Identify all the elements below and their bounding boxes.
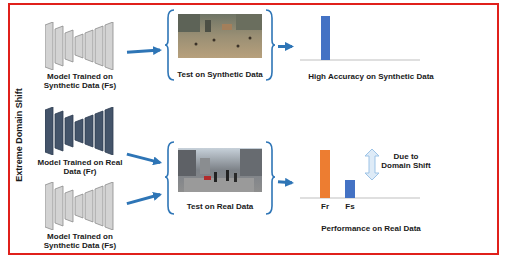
block-label: Model Trained on Real Data (Fr) bbox=[35, 158, 125, 176]
network-icon bbox=[45, 107, 113, 155]
domain-shift-frame: Extreme Domain ShiftModel Trained on Syn… bbox=[8, 3, 499, 255]
synthetic-image bbox=[178, 14, 262, 58]
diagram-block: Model Trained on Real Data (Fr) bbox=[35, 104, 125, 180]
curly-brace bbox=[165, 10, 275, 214]
diagram-block: Performance on Real Data bbox=[296, 138, 446, 238]
chart-label: Due to Domain Shift bbox=[381, 152, 431, 170]
network-icon bbox=[45, 22, 113, 70]
block-label: Model Trained on Synthetic Data (Fs) bbox=[35, 72, 125, 90]
flow-arrow bbox=[127, 195, 160, 204]
block-label: Model Trained on Synthetic Data (Fs) bbox=[35, 232, 125, 250]
diagram-block: Test on Synthetic Data bbox=[164, 8, 276, 84]
network-icon bbox=[45, 182, 113, 230]
real-image bbox=[178, 148, 262, 192]
chart-label: Fs bbox=[342, 202, 358, 211]
flow-arrow bbox=[127, 154, 160, 163]
diagram-block: Test on Real Data bbox=[164, 140, 276, 216]
diagram-block: Model Trained on Synthetic Data (Fs) bbox=[35, 18, 125, 93]
flow-arrow bbox=[278, 182, 292, 183]
diagram-block: Model Trained on Synthetic Data (Fs) bbox=[35, 180, 125, 253]
block-label: High Accuracy on Synthetic Data bbox=[296, 72, 446, 81]
flow-arrow bbox=[127, 50, 160, 52]
chart-label: Fr bbox=[317, 202, 333, 211]
block-label: Test on Real Data bbox=[164, 202, 276, 211]
block-label: Performance on Real Data bbox=[296, 224, 446, 233]
bar-chart bbox=[300, 16, 420, 60]
block-label: Test on Synthetic Data bbox=[164, 70, 276, 79]
diagram-block: High Accuracy on Synthetic Data bbox=[296, 10, 446, 84]
side-title: Extreme Domain Shift bbox=[14, 88, 24, 182]
flow-arrow bbox=[278, 45, 292, 48]
